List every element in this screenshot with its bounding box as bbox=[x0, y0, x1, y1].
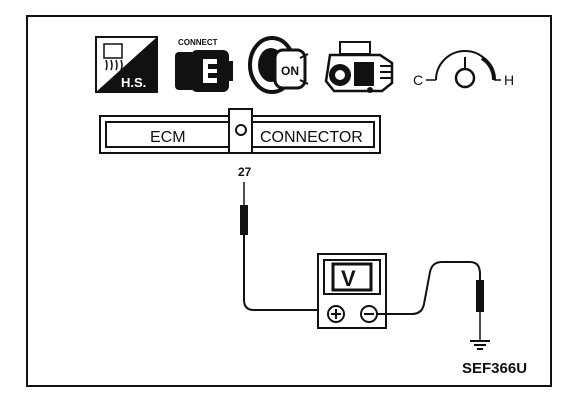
temperature-gauge-icon: C H bbox=[413, 50, 514, 89]
negative-lead-wire bbox=[377, 261, 481, 315]
terminal-probe bbox=[240, 182, 248, 235]
voltmeter: V bbox=[317, 253, 387, 329]
connect-icon: CONNECT bbox=[175, 38, 233, 92]
engine-icon bbox=[324, 41, 394, 93]
ground-icon bbox=[470, 340, 490, 350]
gauge-cold-label: C bbox=[413, 72, 423, 88]
ground-probe bbox=[476, 280, 484, 340]
ignition-on-label: ON bbox=[281, 64, 299, 78]
connect-label: CONNECT bbox=[178, 38, 218, 47]
figure-frame bbox=[26, 15, 552, 387]
connector-ecm-label: ECM bbox=[150, 129, 186, 146]
voltmeter-display-label: V bbox=[341, 266, 356, 291]
terminal-number-label: 27 bbox=[238, 165, 252, 179]
gauge-hot-label: H bbox=[504, 72, 514, 88]
connector-name-label: CONNECTOR bbox=[260, 129, 363, 146]
positive-lead-wire bbox=[243, 235, 333, 311]
ecm-connector: ECM CONNECTOR bbox=[99, 108, 381, 154]
terminal-27-pin bbox=[235, 124, 247, 136]
hot-soak-icon: H.S. bbox=[95, 36, 158, 93]
ignition-key-icon: ON bbox=[248, 36, 309, 94]
hot-soak-label: H.S. bbox=[121, 75, 146, 90]
figure-code: SEF366U bbox=[462, 360, 527, 377]
